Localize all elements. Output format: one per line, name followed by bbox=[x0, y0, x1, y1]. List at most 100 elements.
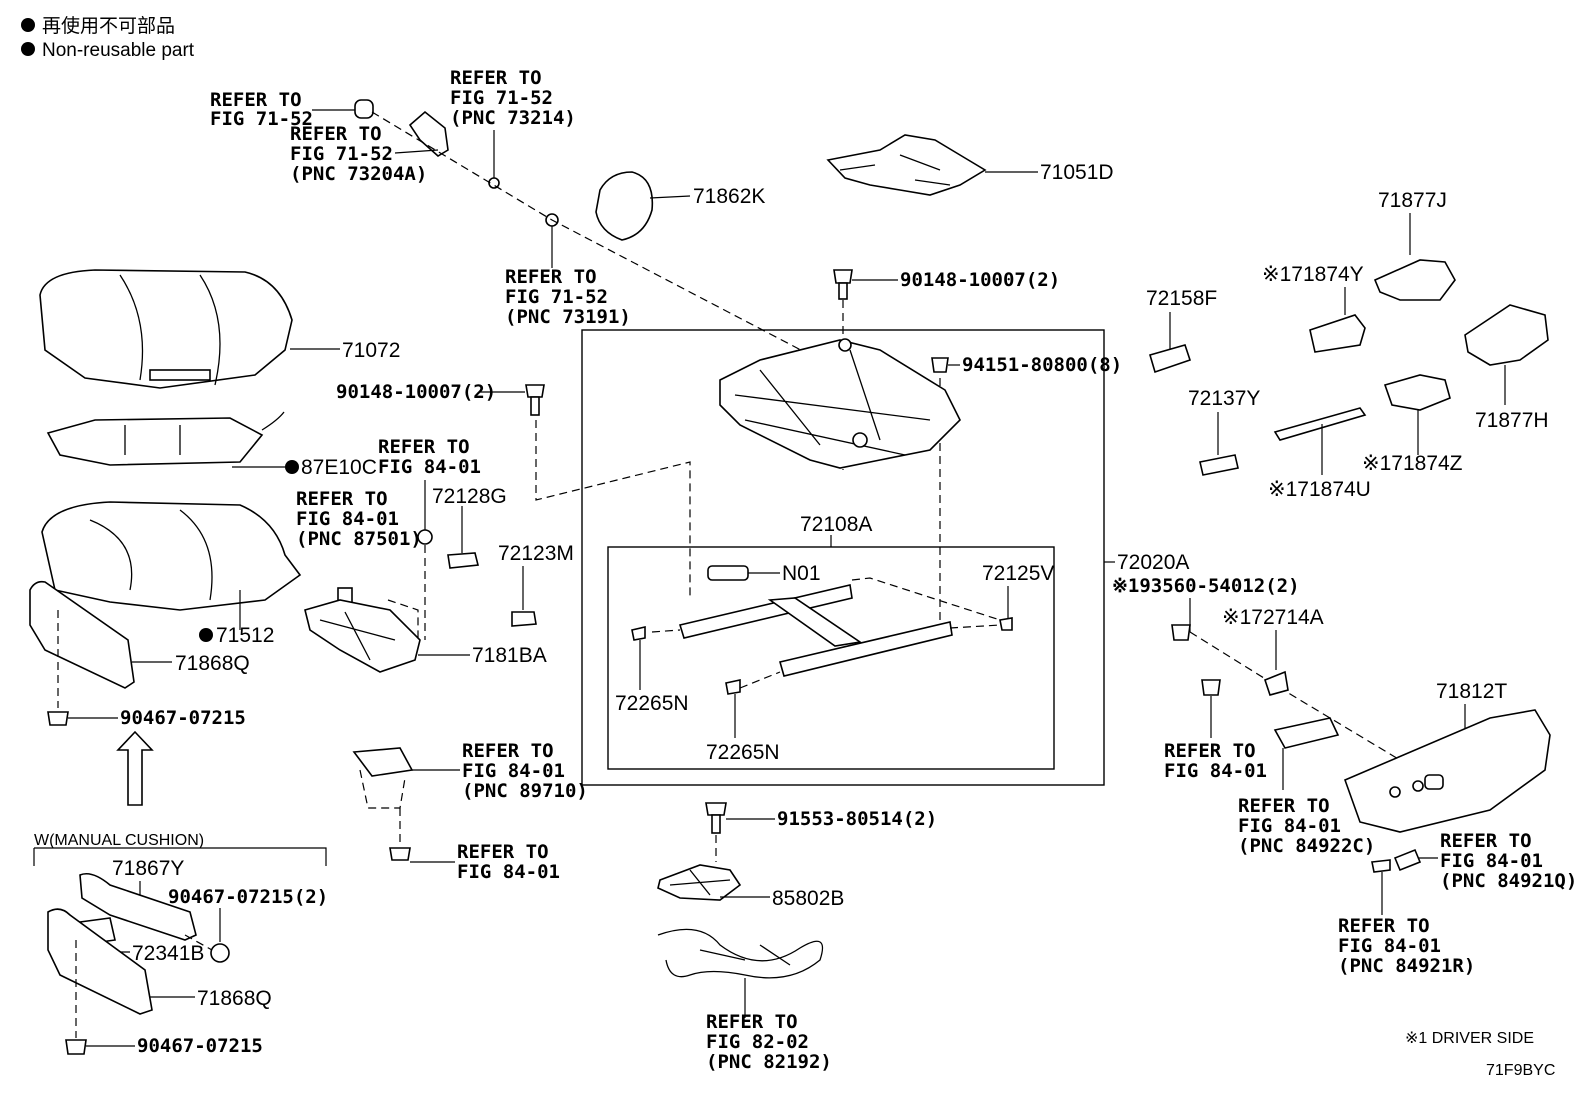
part-71867Y[interactable]: 71867Y bbox=[79, 857, 197, 941]
svg-text:REFER TO FIG 84-01: REFER TO FIG 84-01 bbox=[378, 436, 481, 478]
part-71874Y[interactable]: ※171874Y bbox=[1262, 263, 1366, 353]
part-72714A[interactable]: ※172714A bbox=[1222, 606, 1324, 696]
wire-harness-part[interactable] bbox=[657, 928, 824, 1018]
svg-text:71877H: 71877H bbox=[1475, 409, 1549, 432]
svg-text:71862K: 71862K bbox=[693, 185, 765, 208]
part-71877H[interactable]: 71877H bbox=[1464, 304, 1549, 432]
up-arrow-icon bbox=[116, 730, 154, 806]
svg-text:※171874Y: ※171874Y bbox=[1262, 263, 1364, 286]
part-71512[interactable]: 71512 bbox=[41, 501, 302, 647]
part-90467-2[interactable]: 90467-07215(2) bbox=[168, 886, 328, 963]
part-7181BA[interactable]: 7181BA bbox=[304, 587, 547, 673]
part-85802B[interactable]: 85802B bbox=[657, 864, 844, 910]
part-90467-a[interactable]: 90467-07215 bbox=[47, 610, 246, 729]
svg-text:71868Q: 71868Q bbox=[175, 652, 250, 675]
svg-text:72123M: 72123M bbox=[498, 542, 574, 565]
part-72128G[interactable]: 72128G bbox=[432, 485, 507, 569]
svg-text:71812T: 71812T bbox=[1436, 680, 1507, 703]
part-71874Z[interactable]: ※171874Z bbox=[1362, 374, 1463, 475]
svg-text:90467-07215: 90467-07215 bbox=[120, 707, 246, 729]
svg-text:REFER TO FIG 84-01: REFER TO FIG 84-01 (PNC 84921Q) bbox=[1440, 830, 1577, 892]
part-91553[interactable]: 91553-80514(2) bbox=[705, 802, 937, 862]
svg-text:N01: N01 bbox=[782, 562, 821, 585]
svg-text:72158F: 72158F bbox=[1146, 287, 1217, 310]
part-90148-b[interactable]: 90148-10007(2) bbox=[833, 269, 1060, 470]
svg-text:REFER TO FIG 82-02: REFER TO FIG 82-02 (PNC 82192) bbox=[706, 1011, 832, 1073]
refer-fig-71-52-a[interactable]: REFER TO FIG 71-52 bbox=[210, 89, 313, 130]
svg-text:71512: 71512 bbox=[216, 624, 274, 647]
part-71812T[interactable]: 71812T bbox=[1343, 680, 1551, 833]
part-72123M[interactable]: 72123M bbox=[498, 542, 574, 627]
part-90148-a[interactable]: 90148-10007(2) bbox=[336, 381, 691, 600]
svg-text:90148-10007(2): 90148-10007(2) bbox=[336, 381, 496, 403]
svg-text:71877J: 71877J bbox=[1378, 189, 1447, 212]
part-71072[interactable]: 71072 bbox=[39, 269, 400, 389]
part-72265N-b[interactable]: 72265N bbox=[706, 679, 780, 764]
svg-text:71868Q: 71868Q bbox=[197, 987, 272, 1010]
refer-fig-84-01-87501[interactable]: REFER TO FIG 84-01 (PNC 87501) bbox=[296, 480, 433, 640]
part-71862K[interactable]: 71862K bbox=[595, 171, 765, 241]
svg-text:71072: 71072 bbox=[342, 339, 400, 362]
refer-group-71-52: REFER TO FIG 71-52 REFER TO FIG 71-52 (P… bbox=[210, 67, 821, 361]
svg-text:72020A: 72020A bbox=[1117, 551, 1189, 574]
svg-text:REFER TO FIG 84-01: REFER TO FIG 84-01 bbox=[1164, 740, 1267, 782]
svg-text:85802B: 85802B bbox=[772, 887, 844, 910]
svg-text:REFER TO FIG 84-01: REFER TO FIG 84-01 (PNC 84922C) bbox=[1238, 795, 1375, 857]
svg-text:72265N: 72265N bbox=[706, 741, 780, 764]
non-reusable-dot-icon bbox=[199, 628, 213, 642]
part-72125V[interactable]: 72125V bbox=[982, 562, 1054, 631]
part-71877J[interactable]: 71877J bbox=[1373, 189, 1456, 301]
svg-text:72341B: 72341B bbox=[132, 942, 204, 965]
lever-knob-part[interactable] bbox=[394, 110, 449, 157]
knob-cap-part[interactable] bbox=[312, 99, 374, 119]
part-N01[interactable]: N01 bbox=[707, 562, 821, 585]
refer-fig-84-01-a[interactable]: REFER TO FIG 84-01 bbox=[378, 436, 481, 478]
legend-japanese: 再使用不可部品 bbox=[42, 15, 175, 37]
svg-text:72128G: 72128G bbox=[432, 485, 507, 508]
refer-fig-84-01-84922C[interactable]: REFER TO FIG 84-01 (PNC 84922C) bbox=[1238, 717, 1375, 857]
refer-fig-84-01-89710[interactable]: REFER TO FIG 84-01 (PNC 89710) bbox=[352, 740, 588, 845]
refer-fig-71-52-c[interactable]: REFER TO FIG 71-52 (PNC 73214) bbox=[450, 67, 576, 129]
svg-text:90467-07215(2): 90467-07215(2) bbox=[168, 886, 328, 908]
svg-text:72265N: 72265N bbox=[615, 692, 689, 715]
part-72265N-a[interactable]: 72265N bbox=[615, 625, 689, 715]
manual-cushion-section: W(MANUAL CUSHION) bbox=[33, 832, 327, 866]
svg-text:91553-80514(2): 91553-80514(2) bbox=[777, 808, 937, 830]
refer-fig-71-52-b[interactable]: REFER TO FIG 71-52 (PNC 73204A) bbox=[290, 123, 427, 185]
svg-text:REFER TO FIG 84-01: REFER TO FIG 84-01 (PNC 84921R) bbox=[1338, 915, 1475, 977]
figure-code: 71F9BYC bbox=[1486, 1062, 1555, 1079]
seat-track-part[interactable] bbox=[651, 577, 1001, 689]
non-reusable-dot-icon bbox=[285, 460, 299, 474]
svg-text:7181BA: 7181BA bbox=[472, 644, 547, 667]
part-72137Y[interactable]: 72137Y bbox=[1188, 387, 1260, 476]
legend: 再使用不可部品 Non-reusable part bbox=[21, 15, 195, 61]
part-90467-b[interactable]: 90467-07215 bbox=[65, 940, 263, 1057]
svg-text:90148-10007(2): 90148-10007(2) bbox=[900, 269, 1060, 291]
driver-side-footnote: ※1 DRIVER SIDE bbox=[1405, 1030, 1534, 1047]
svg-text:※172714A: ※172714A bbox=[1222, 606, 1324, 629]
part-87E10C[interactable]: 87E10C bbox=[46, 411, 377, 479]
clip-small-part[interactable] bbox=[488, 130, 500, 189]
part-71868Q-a[interactable]: 71868Q bbox=[29, 580, 250, 689]
svg-text:72137Y: 72137Y bbox=[1188, 387, 1260, 410]
part-72158F[interactable]: 72158F bbox=[1146, 287, 1217, 374]
svg-text:REFER TO FIG 84-01: REFER TO FIG 84-01 (PNC 89710) bbox=[462, 740, 588, 802]
svg-text:※171874U: ※171874U bbox=[1268, 478, 1371, 501]
refer-fig-84-01-c[interactable]: REFER TO FIG 84-01 bbox=[1164, 679, 1267, 782]
part-71874U[interactable]: ※171874U bbox=[1268, 407, 1371, 501]
svg-text:REFER TO FIG 84-01: REFER TO FIG 84-01 bbox=[457, 841, 560, 883]
svg-text:72125V: 72125V bbox=[982, 562, 1054, 585]
seat-frame-part[interactable] bbox=[719, 338, 961, 469]
part-71051D[interactable]: 71051D bbox=[826, 134, 1114, 196]
part-71868Q-b[interactable]: 71868Q bbox=[47, 908, 272, 1015]
refer-fig-82-02[interactable]: REFER TO FIG 82-02 (PNC 82192) bbox=[706, 1011, 832, 1073]
svg-text:71867Y: 71867Y bbox=[112, 857, 184, 880]
svg-text:90467-07215: 90467-07215 bbox=[137, 1035, 263, 1057]
refer-fig-84-01-84921R[interactable]: REFER TO FIG 84-01 (PNC 84921R) bbox=[1338, 859, 1475, 977]
refer-fig-84-01-84921Q[interactable]: REFER TO FIG 84-01 (PNC 84921Q) bbox=[1393, 830, 1577, 892]
refer-fig-71-52-d[interactable]: REFER TO FIG 71-52 (PNC 73191) bbox=[505, 266, 631, 328]
refer-fig-84-01-b[interactable]: REFER TO FIG 84-01 bbox=[389, 841, 560, 883]
manual-cushion-title: W(MANUAL CUSHION) bbox=[34, 832, 204, 849]
svg-text:71051D: 71051D bbox=[1040, 161, 1114, 184]
